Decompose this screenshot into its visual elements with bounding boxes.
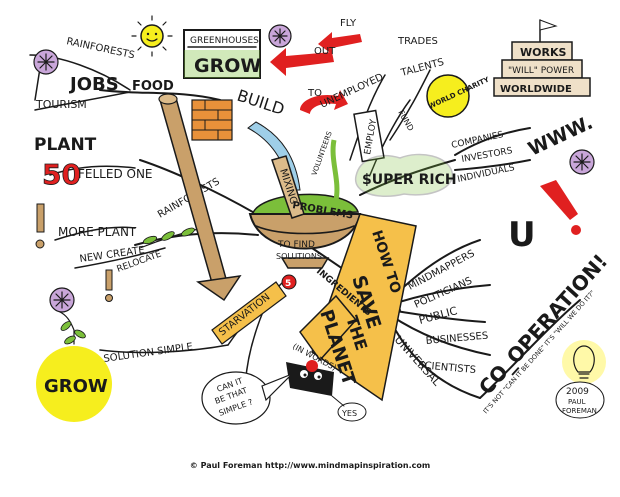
node-u: U: [508, 215, 536, 255]
node-fifty: 50: [42, 158, 81, 191]
node-out: OUT: [314, 46, 336, 57]
mixing-bowl: MIXING PROBLEMS TO FIND SOLUTIONS: [248, 155, 362, 269]
node-scientists: SCIENTISTS: [418, 360, 477, 376]
leaf-sprig: [139, 225, 211, 249]
lightbulb-icon: [562, 340, 606, 384]
bricks-icon: [191, 99, 233, 141]
node-plant: PLANT: [34, 135, 97, 155]
green-drip: [330, 139, 340, 201]
node-to-find: TO FIND: [277, 240, 315, 250]
node-author-last: FOREMAN: [562, 407, 597, 415]
node-food: FOOD: [132, 79, 174, 94]
character-face: [286, 360, 334, 396]
arrow-fly: [318, 32, 362, 54]
node-trades: TRADES: [397, 36, 438, 47]
grow-sun: GROW: [36, 311, 112, 422]
works-stack: WORKS "WILL" POWER WORLDWIDE: [493, 19, 591, 97]
flower-icon-topleft: [33, 49, 59, 75]
node-tourism: TOURISM: [35, 98, 87, 111]
node-five: 5: [285, 279, 291, 289]
arrow-to: [300, 90, 348, 114]
node-solutions: SOLUTIONS: [276, 252, 322, 261]
flower-icon-bottomleft: [49, 287, 75, 313]
credit-line: © Paul Foreman http://www.mindmapinspira…: [189, 461, 431, 470]
number-badge: 5: [281, 274, 297, 290]
node-will-power: "WILL" POWER: [508, 66, 574, 76]
speech-bubble: CAN IT BE THAT SIMPLE ?: [201, 371, 293, 425]
node-more-plant: MORE PLANT: [58, 225, 137, 239]
flower-icon-right: [569, 149, 595, 175]
rich-bubble: $UPER RICH: [355, 153, 457, 197]
sun-icon: [131, 15, 173, 57]
exclaim-icon-left: [35, 203, 45, 249]
node-talents: TALENTS: [399, 57, 445, 79]
node-volunteers: VOLUNTEERS: [310, 130, 334, 177]
wooden-arrow: [158, 93, 242, 302]
employ-card: EMPLOY: [353, 109, 385, 163]
exclaim-icon-red: [540, 180, 581, 235]
flower-icon-top: [268, 24, 292, 48]
node-works: WORKS: [520, 46, 566, 59]
node-super-rich: $UPER RICH: [362, 172, 457, 188]
world-charity-badge: WORLD CHARITY: [426, 74, 491, 118]
node-fund: FUND: [396, 109, 415, 133]
node-jobs: JOBS: [68, 74, 119, 95]
node-grow-bottom: GROW: [44, 376, 108, 397]
arrow-out: [270, 48, 334, 76]
node-year: 2009: [566, 387, 589, 397]
node-fly: FLY: [340, 18, 357, 29]
node-solution-simple: SOLUTION SIMPLE: [103, 342, 194, 365]
node-greenhouses: GREENHOUSES: [190, 36, 259, 46]
node-to: TO: [307, 88, 322, 99]
node-grow-top: GROW: [194, 55, 261, 77]
yes-bubble: YES: [331, 395, 367, 422]
node-investors: INVESTORS: [461, 146, 514, 165]
node-yes: YES: [341, 409, 357, 418]
node-felled-one: FELLED ONE: [78, 167, 153, 181]
greenhouse-sign: GREENHOUSES GROW: [183, 29, 261, 79]
author-tag: 2009 PAUL FOREMAN: [555, 381, 605, 419]
node-build: BUILD: [235, 86, 287, 119]
node-author-first: PAUL: [568, 398, 586, 406]
node-businesses: BUSINESSES: [425, 331, 488, 347]
node-worldwide: WORLDWIDE: [500, 84, 572, 95]
exclaim-icon-left2: [105, 269, 113, 302]
node-rainforests-top: RAINFORESTS: [65, 36, 135, 61]
